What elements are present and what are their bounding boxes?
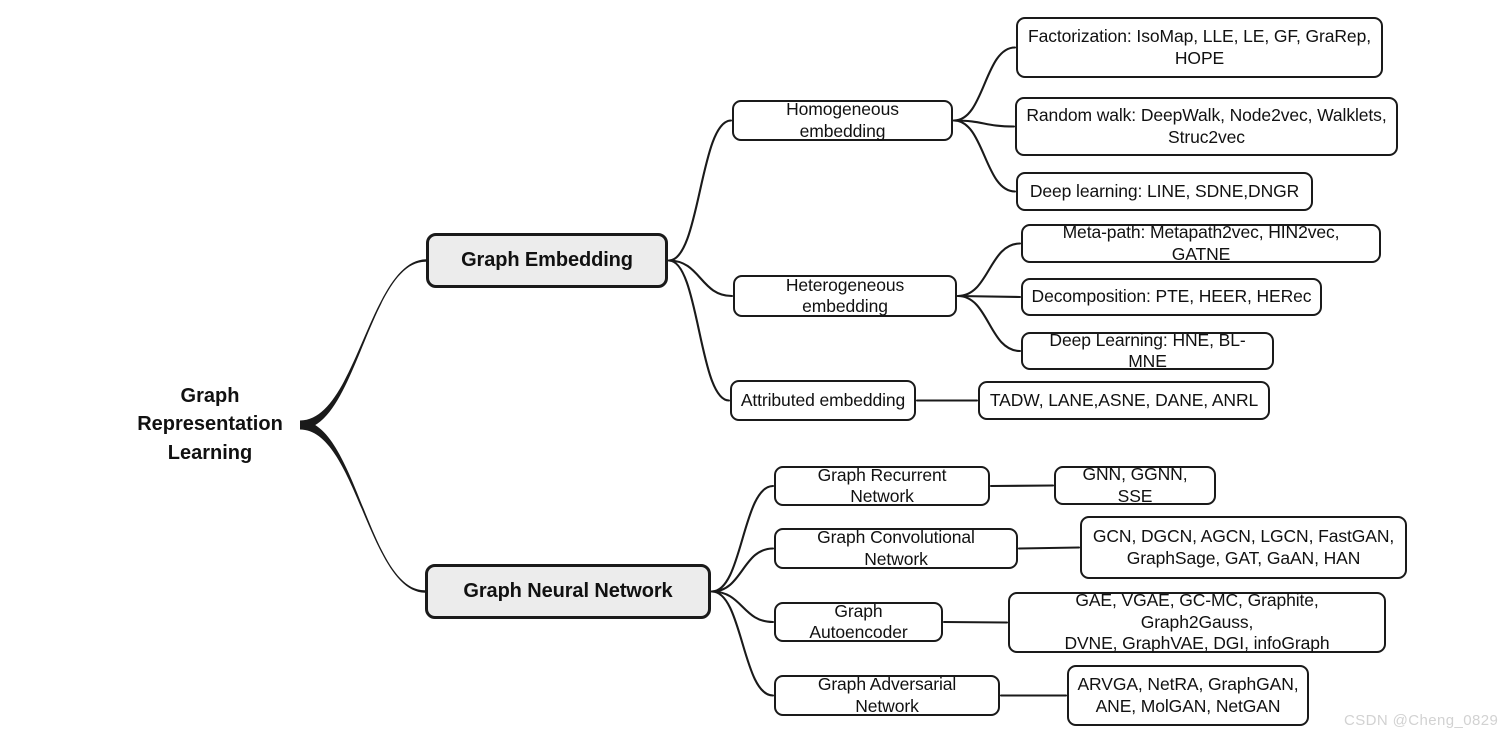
leaf-node-gae-vgae-gc-mc-graphite-graph2gauss-dvne-gra[interactable]: GAE, VGAE, GC-MC, Graphite, Graph2Gauss,… bbox=[1008, 590, 1386, 653]
subnode-graph-recurrent-network[interactable]: Graph Recurrent Network bbox=[774, 465, 990, 506]
connector-edge bbox=[710, 547, 775, 593]
connector-edge bbox=[710, 484, 775, 593]
subnode-graph-adversarial-network[interactable]: Graph Adversarial Network bbox=[774, 674, 1000, 716]
connector-edge bbox=[952, 46, 1017, 122]
connector-edge bbox=[300, 259, 426, 430]
connector-edge bbox=[952, 119, 1016, 128]
connector-edge bbox=[952, 119, 1017, 193]
subnode-homogeneous-embedding[interactable]: Homogeneous embedding bbox=[732, 99, 953, 141]
leaf-node-deep-learning-line-sdne-dngr[interactable]: Deep learning: LINE, SDNE,DNGR bbox=[1016, 172, 1313, 211]
branch-node-graph-embedding[interactable]: Graph Embedding bbox=[426, 233, 668, 288]
subnode-graph-autoencoder[interactable]: Graph Autoencoder bbox=[774, 601, 943, 642]
connector-edge bbox=[989, 484, 1055, 488]
leaf-node-arvga-netra-graphgan-ane-molgan-netgan[interactable]: ARVGA, NetRA, GraphGAN, ANE, MolGAN, Net… bbox=[1067, 665, 1309, 726]
connector-edge bbox=[667, 119, 733, 262]
connector-edge bbox=[956, 294, 1022, 299]
connector-edge bbox=[667, 259, 731, 402]
subnode-graph-convolutional-network[interactable]: Graph Convolutional Network bbox=[774, 527, 1018, 569]
subnode-attributed-embedding[interactable]: Attributed embedding bbox=[730, 380, 916, 421]
leaf-node-gcn-dgcn-agcn-lgcn-fastgan-graphsage-gat-gaa[interactable]: GCN, DGCN, AGCN, LGCN, FastGAN, GraphSag… bbox=[1080, 516, 1407, 579]
leaf-node-meta-path-metapath2vec-hin2vec-gatne[interactable]: Meta-path: Metapath2vec, HIN2vec, GATNE bbox=[1021, 222, 1381, 264]
branch-node-graph-neural-network[interactable]: Graph Neural Network bbox=[425, 564, 711, 619]
connector-edge bbox=[942, 620, 1009, 624]
leaf-node-gnn-ggnn-sse[interactable]: GNN, GGNN, SSE bbox=[1054, 464, 1216, 506]
connector-edge bbox=[300, 420, 425, 593]
connector-edge bbox=[710, 590, 775, 624]
connector-edge bbox=[956, 294, 1022, 353]
leaf-node-random-walk-deepwalk-node2vec-walklets-struc[interactable]: Random walk: DeepWalk, Node2vec, Walklet… bbox=[1015, 97, 1398, 156]
leaf-node-decomposition-pte-heer-herec[interactable]: Decomposition: PTE, HEER, HERec bbox=[1021, 278, 1322, 316]
leaf-node-deep-learning-hne-bl-mne[interactable]: Deep Learning: HNE, BL-MNE bbox=[1021, 330, 1274, 371]
subnode-heterogeneous-embedding[interactable]: Heterogeneous embedding bbox=[733, 275, 957, 317]
leaf-node-tadw-lane-asne-dane-anrl[interactable]: TADW, LANE,ASNE, DANE, ANRL bbox=[978, 381, 1270, 420]
connector-edge bbox=[667, 259, 734, 298]
root-node-label: Graph Representation Learning bbox=[137, 385, 283, 464]
connector-edge bbox=[710, 590, 775, 697]
leaf-node-factorization-isomap-lle-le-gf-grarep-hope[interactable]: Factorization: IsoMap, LLE, LE, GF, GraR… bbox=[1016, 17, 1383, 78]
connector-edge bbox=[956, 242, 1022, 298]
connector-edge bbox=[1017, 546, 1081, 550]
watermark-label: CSDN @Cheng_0829 bbox=[1344, 712, 1499, 729]
